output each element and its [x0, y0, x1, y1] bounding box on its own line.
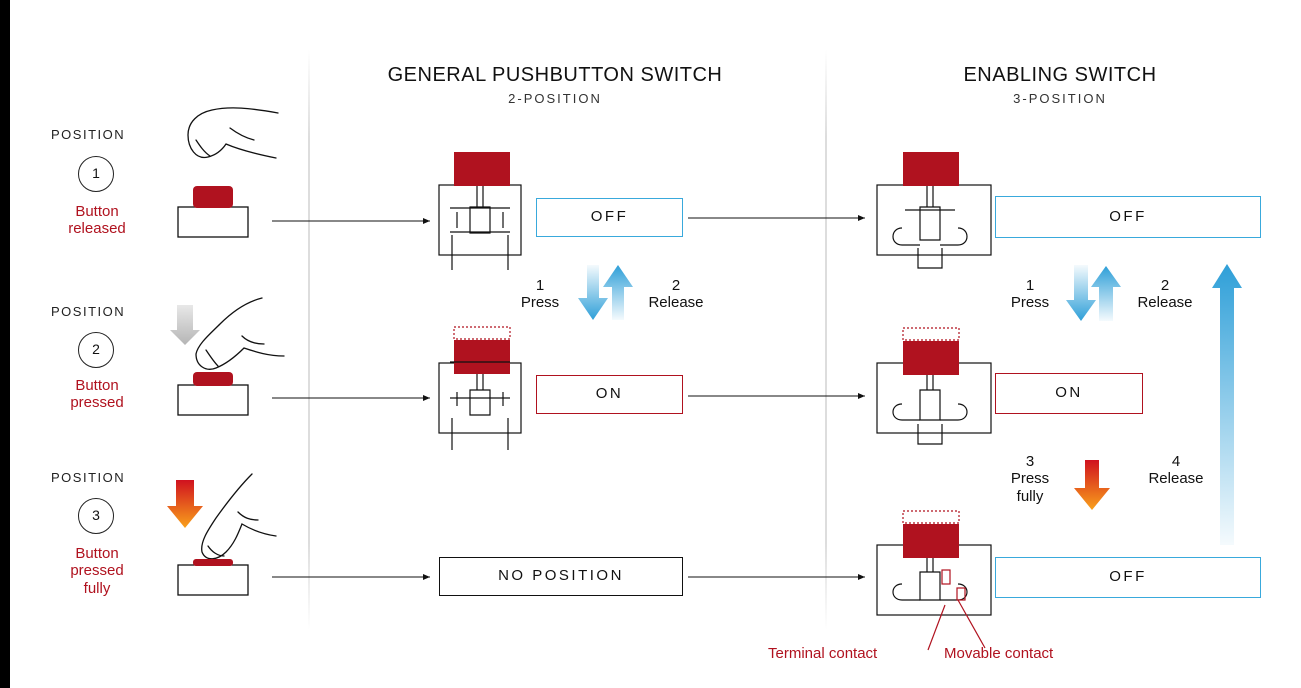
hand-icon — [187, 107, 279, 159]
switch-icon-fully-pressed — [876, 510, 992, 616]
general-switch-title: GENERAL PUSHBUTTON SWITCH — [387, 64, 723, 86]
button-state-label: Button released — [58, 203, 136, 238]
state-box-off: OFF — [995, 557, 1261, 598]
step-text: fully — [1016, 487, 1044, 505]
step-text: Release — [1137, 294, 1193, 312]
button-base — [177, 564, 249, 596]
left-edge-bar — [0, 0, 10, 688]
arrow-release-return-icon — [1212, 264, 1242, 545]
step-text: Release — [648, 294, 704, 312]
step-text: Press — [1010, 470, 1050, 488]
general-switch-subtitle: 2-POSITION — [508, 91, 602, 106]
movable-contact-pointer — [957, 599, 986, 649]
button-state-line: released — [68, 220, 126, 238]
button-state-line: Button — [75, 377, 119, 394]
step-release-label: 2 Release — [636, 277, 716, 312]
step-number: 1 — [535, 277, 545, 294]
arrow-down-grey-icon — [170, 305, 200, 345]
switch-icon-off — [438, 152, 522, 270]
position-number-badge: 3 — [78, 498, 114, 534]
position-title: POSITION — [51, 127, 126, 142]
step-press-label: 1 Press — [510, 277, 570, 312]
button-base — [177, 206, 249, 238]
button-cap-released — [193, 186, 233, 208]
position-title: POSITION — [51, 470, 126, 485]
arrow-release-icon — [1091, 266, 1121, 321]
step-number: 2 — [1160, 277, 1170, 294]
step-text: Press — [1010, 294, 1050, 312]
button-state-line: pressed — [70, 562, 124, 580]
button-state-label: Button pressed fully — [58, 545, 136, 597]
state-box-on: ON — [536, 375, 683, 414]
state-box-off: OFF — [536, 198, 683, 237]
button-state-line: pressed — [70, 394, 124, 412]
enabling-switch-title: ENABLING SWITCH — [963, 64, 1157, 86]
step-release-label: 2 Release — [1125, 277, 1205, 312]
state-box-on: ON — [995, 373, 1143, 414]
movable-contact-label: Movable contact — [944, 645, 1054, 662]
step-number: 3 — [1025, 453, 1035, 470]
arrow-down-orange-icon — [167, 480, 203, 528]
switch-icon-off — [876, 152, 992, 269]
enabling-switch-subtitle: 3-POSITION — [1013, 91, 1107, 106]
step-number: 1 — [1025, 277, 1035, 294]
hand-icon — [195, 297, 285, 370]
step-text: Press — [520, 294, 560, 312]
step-press-label: 1 Press — [1000, 277, 1060, 312]
button-state-line: fully — [83, 579, 111, 597]
switch-icon-on — [876, 327, 992, 445]
step-number: 4 — [1171, 453, 1181, 470]
step-press-fully-label: 3 Press fully — [1000, 453, 1060, 505]
column-divider — [308, 50, 310, 630]
terminal-contact-pointer — [927, 604, 946, 651]
position-number-badge: 2 — [78, 332, 114, 368]
button-cap-pressed — [193, 372, 233, 386]
terminal-contact-label: Terminal contact — [768, 645, 878, 662]
button-base — [177, 384, 249, 416]
column-divider — [825, 50, 827, 630]
button-state-line: Button — [75, 203, 119, 220]
button-state-line: Button — [75, 545, 119, 562]
hand-icon — [201, 473, 277, 560]
state-box-off: OFF — [995, 196, 1261, 238]
arrow-press-icon — [1066, 265, 1096, 321]
arrow-release-icon — [603, 265, 633, 320]
arrow-press-fully-icon — [1074, 460, 1110, 510]
step-number: 2 — [671, 277, 681, 294]
switch-icon-on — [438, 326, 522, 450]
position-title: POSITION — [51, 304, 126, 319]
state-box-no-position: NO POSITION — [439, 557, 683, 596]
step-release-return-label: 4 Release — [1136, 453, 1216, 488]
step-text: Release — [1148, 470, 1204, 488]
button-state-label: Button pressed — [58, 377, 136, 412]
button-cap-fully-pressed — [193, 559, 233, 566]
position-number-badge: 1 — [78, 156, 114, 192]
arrow-press-icon — [578, 265, 608, 320]
